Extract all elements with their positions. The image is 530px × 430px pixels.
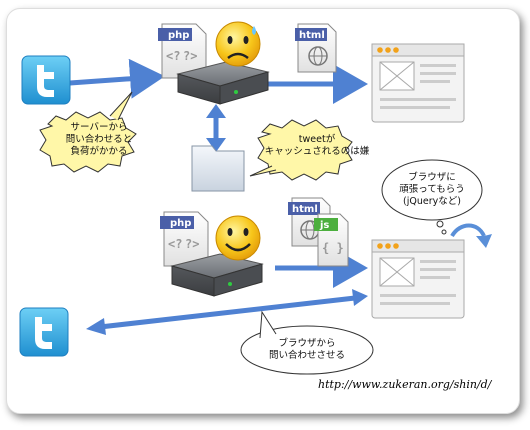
bubble-cache-text: tweetが キャッシュされるのは嫌 (258, 134, 376, 158)
php-file-top-code2: ?> (183, 49, 197, 63)
php-file-bottom-label: php (170, 218, 191, 229)
twitter-logo-top-icon (21, 55, 71, 105)
php-file-top-label: php (168, 30, 189, 41)
bubble-query-text: ブラウザから 問い合わせさせる (250, 338, 364, 362)
bubble-query-line-2: 問い合わせさせる (268, 350, 345, 361)
js-file-icon: js { } (314, 213, 349, 267)
php-file-top-code: <? (166, 49, 180, 63)
bubble-query-cloud (240, 310, 374, 375)
arrow-rotate-icon (450, 223, 492, 248)
bubble-load-line-2: 問い合わせると (65, 134, 133, 145)
arrow-server-cache-bidirectional (206, 104, 226, 152)
twitter-logo-bottom-icon (19, 307, 69, 357)
html-file-top-icon: html (295, 23, 337, 73)
server-top-icon (176, 61, 270, 105)
bubble-browser-line-1: ブラウザに (408, 172, 456, 183)
browser-window-bottom-icon (371, 239, 465, 319)
arrow-browser-twitter-bidirectional (86, 289, 368, 335)
html-file-top-label: html (299, 30, 325, 41)
bubble-browser-line-3: (jQueryなど) (403, 196, 461, 207)
php-file-bottom-code: <? (168, 237, 182, 251)
browser-window-top-icon (371, 43, 465, 123)
html-file-bottom-label: html (292, 204, 318, 215)
bubble-cache-line-2: キャッシュされるのは嫌 (264, 146, 370, 157)
bubble-load-line-1: サーバーから (70, 122, 128, 133)
js-file-label: js (319, 220, 329, 231)
bubble-cache-spiky (249, 119, 353, 181)
php-file-bottom-code2: ?> (185, 237, 199, 251)
bubble-cache-line-1: tweetが (298, 134, 336, 145)
bubble-load-spiky (39, 91, 137, 173)
js-file-code: { } (322, 241, 344, 255)
php-file-bottom-icon: php <? ?> (160, 211, 209, 267)
bubble-browser-text: ブラウザに 頑張ってもらう (jQueryなど) (386, 172, 478, 208)
bubble-query-line-1: ブラウザから (278, 338, 336, 349)
bubble-browser-line-2: 頑張ってもらう (399, 184, 465, 195)
happy-face-icon (215, 215, 261, 261)
php-file-top-icon: php <? ?> (158, 23, 207, 79)
bubble-load-line-3: 負荷がかかる (70, 146, 128, 157)
worried-face-icon (215, 21, 261, 67)
bubble-browser-cloud (381, 159, 483, 235)
folder-cache-icon (191, 145, 245, 192)
arrow-twitter-to-server-top (69, 58, 165, 99)
bubble-load-text: サーバーから 問い合わせると 負荷がかかる (54, 122, 144, 158)
source-url: http://www.zukeran.org/shin/d/ (318, 378, 492, 391)
